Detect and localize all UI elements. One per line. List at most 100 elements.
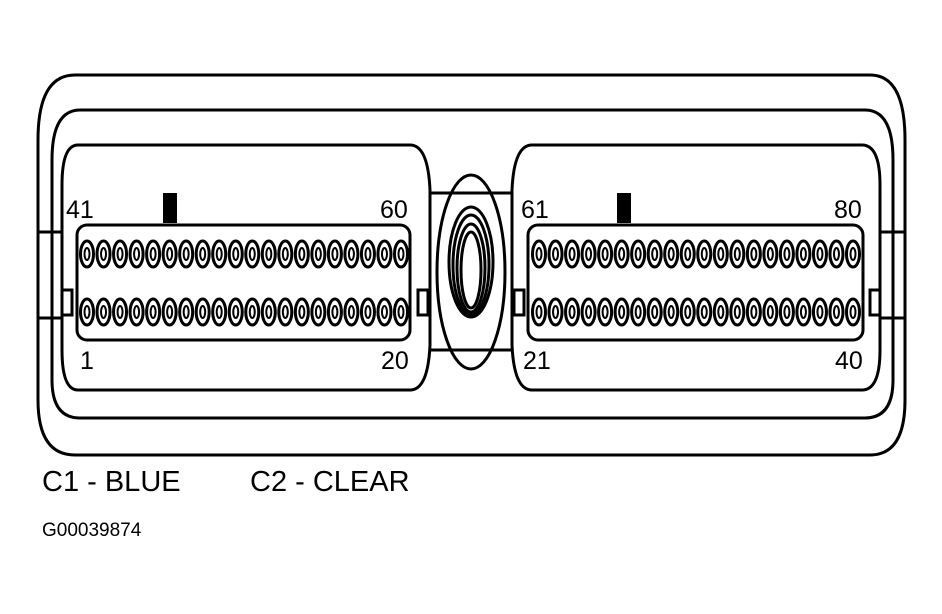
c2-pin-socket (667, 247, 675, 261)
c2-pin (729, 239, 746, 269)
c1-pin (376, 297, 393, 327)
pins (79, 239, 861, 327)
c2-pin-socket (601, 247, 609, 261)
c2-pin-socket (667, 305, 675, 319)
c2-pin-block (526, 223, 865, 342)
c1-pin-socket (100, 247, 108, 261)
c1-pin (128, 297, 145, 327)
c1-label-41: 41 (66, 196, 94, 224)
c2-pin (564, 239, 581, 269)
middle-shell (50, 108, 895, 420)
c1-pin (95, 297, 112, 327)
c2-pin-socket (733, 305, 741, 319)
c2-pin (597, 239, 614, 269)
c2-pin-socket (799, 247, 807, 261)
c1-pin-socket (133, 247, 141, 261)
c2-label-80: 80 (834, 196, 862, 224)
c1-pin-socket (298, 305, 306, 319)
c2-pin (597, 297, 614, 327)
c2-pin (795, 239, 812, 269)
c2-pin (531, 239, 547, 269)
c1-pin-socket (166, 305, 174, 319)
c1-pin (244, 239, 261, 269)
c2-pin-socket (783, 247, 791, 261)
c1-pin-socket (83, 247, 91, 261)
c2-pin-socket (585, 305, 593, 319)
c1-pin (211, 239, 228, 269)
c1-pin (227, 297, 244, 327)
c2-pin (646, 239, 663, 269)
c2-pin-socket (849, 247, 857, 261)
c2-pin-socket (568, 305, 576, 319)
c2-pin (630, 239, 647, 269)
c2-pin (712, 239, 729, 269)
c2-pin (663, 297, 680, 327)
c1-key-tab (163, 193, 177, 223)
c2-caption: C2 - CLEAR (250, 466, 410, 498)
c1-pin (244, 297, 261, 327)
c2-pin-socket (634, 247, 642, 261)
c2-pin-socket (618, 305, 626, 319)
c1-pin-socket (232, 247, 240, 261)
c2-pin-socket (733, 247, 741, 261)
c1-pin (112, 239, 129, 269)
c2-pin-socket (535, 247, 543, 261)
c1-pin (95, 239, 112, 269)
c1-pin (376, 239, 393, 269)
c1-caption: C1 - BLUE (42, 466, 181, 498)
c2-pin (762, 239, 779, 269)
c2-pin (778, 297, 795, 327)
c2-pin (828, 297, 845, 327)
c1-pin (128, 239, 145, 269)
c2-pin-socket (849, 305, 857, 319)
c2-pin (531, 297, 547, 327)
c2-pin (613, 297, 630, 327)
c1-pin-socket (133, 305, 141, 319)
c1-pin (326, 297, 343, 327)
c1-pin (112, 297, 129, 327)
c2-pin-socket (634, 305, 642, 319)
c1-pin-socket (281, 247, 289, 261)
c1-housing (60, 143, 432, 392)
c1-pin (194, 239, 211, 269)
c2-pin-socket (783, 305, 791, 319)
c2-pin (646, 297, 663, 327)
outer-shell (36, 73, 907, 457)
c2-pin (762, 297, 779, 327)
c1-pin-socket (248, 247, 256, 261)
c2-pin-socket (750, 247, 758, 261)
c1-pin (227, 239, 244, 269)
c1-pin-socket (364, 305, 372, 319)
center-boss (435, 173, 507, 371)
c2-pin-socket (651, 305, 659, 319)
c2-pin-socket (700, 247, 708, 261)
c1-pin (326, 239, 343, 269)
c1-pin-socket (331, 305, 339, 319)
c2-pin-socket (799, 305, 807, 319)
c1-pin (393, 297, 409, 327)
c2-pin-socket (816, 247, 824, 261)
c2-pin (547, 297, 564, 327)
c1-pin-socket (215, 247, 223, 261)
c1-pin-socket (265, 305, 273, 319)
c1-pin (79, 297, 95, 327)
c1-pin (393, 239, 409, 269)
c2-key-tab (617, 193, 631, 223)
c2-pin-socket (585, 247, 593, 261)
c2-pin (828, 239, 845, 269)
c2-pin (845, 239, 861, 269)
c2-pin (845, 297, 861, 327)
c1-pin (359, 297, 376, 327)
c2-pin-socket (535, 305, 543, 319)
c2-pin-socket (717, 247, 725, 261)
c2-pin-socket (700, 305, 708, 319)
c2-pin-socket (816, 305, 824, 319)
c1-pin-socket (182, 305, 190, 319)
c1-pin-socket (116, 305, 124, 319)
c2-pin-socket (684, 247, 692, 261)
c2-label-21: 21 (523, 347, 551, 375)
c1-pin-socket (232, 305, 240, 319)
c1-pin-socket (314, 305, 322, 319)
c1-pin-block (75, 223, 412, 342)
